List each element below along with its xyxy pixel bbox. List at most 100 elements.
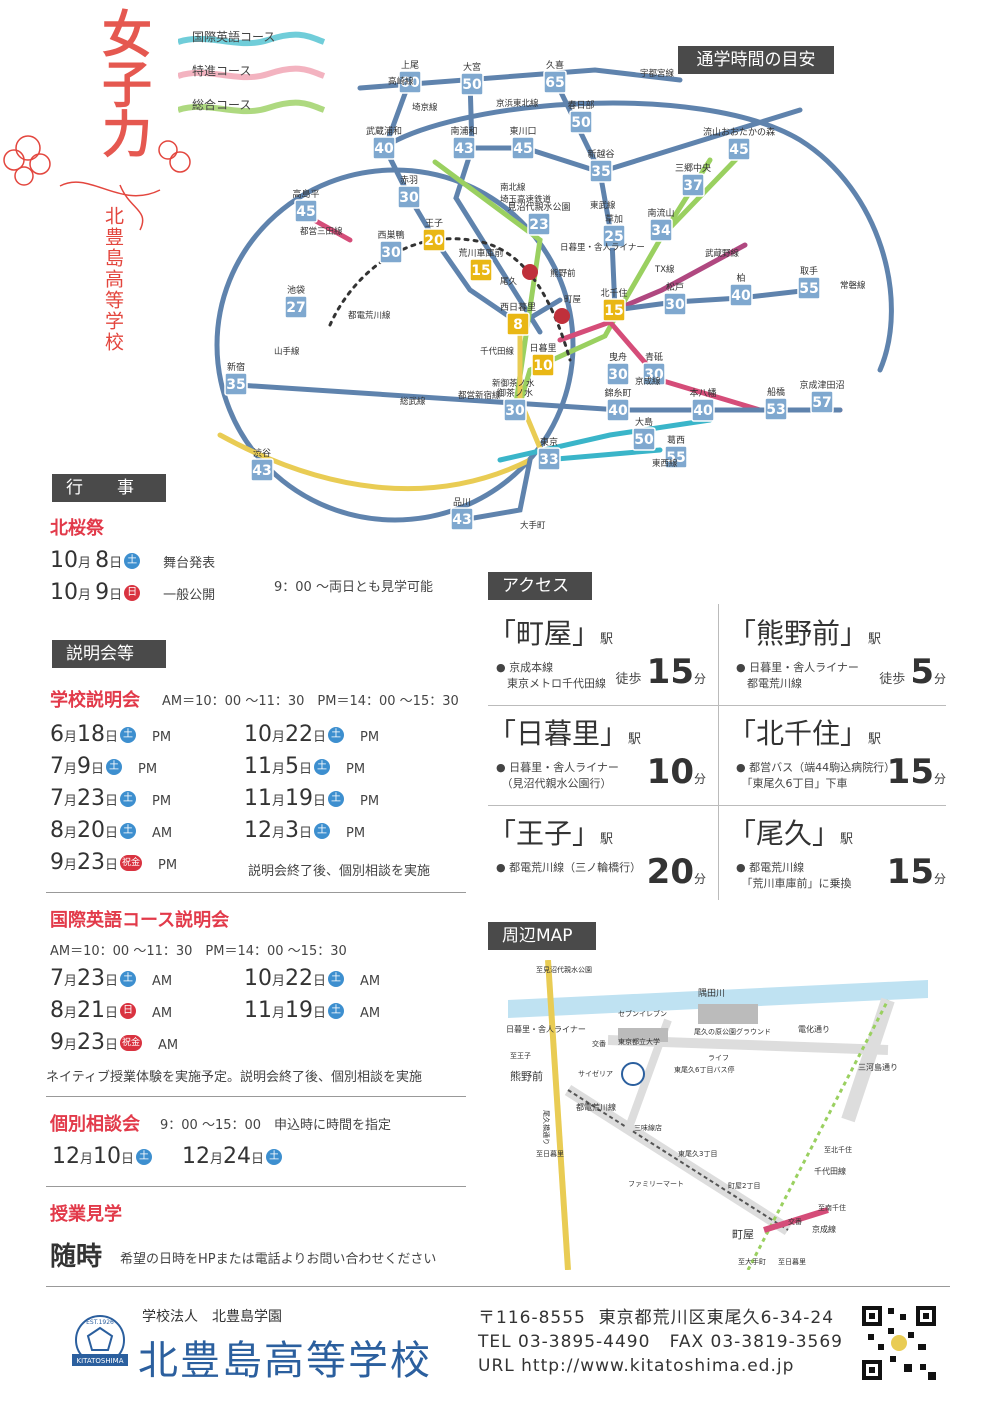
consult-times: 9：00 〜15：00 申込時に時間を指定 xyxy=(160,1118,392,1133)
flower-decoration xyxy=(3,135,191,231)
school-briefing-times: AM＝10：00 〜11：30 PM＝14：00 〜15：30 xyxy=(162,694,459,709)
line-label: 尾久 xyxy=(500,276,518,287)
svg-text:ファミリーマート: ファミリーマート xyxy=(628,1180,684,1188)
station-name: 渋谷 xyxy=(253,447,271,459)
svg-text:尾久橋通り: 尾久橋通り xyxy=(542,1110,551,1145)
station-name: 南浦和 xyxy=(450,125,477,137)
line-label: 千代田線 xyxy=(480,346,515,357)
station-aoto: 30 青砥 xyxy=(642,351,666,386)
station-minutes: 43 xyxy=(454,141,473,157)
station-minutes: 30 xyxy=(644,367,664,383)
day-badge: 土 xyxy=(120,971,137,987)
station-name: 新宿 xyxy=(227,361,245,373)
line-label: 京浜東北線 xyxy=(496,98,539,109)
day-badge: 土 xyxy=(328,1003,345,1019)
station-name: 柏 xyxy=(736,272,745,284)
station-name: 大宮 xyxy=(463,61,481,73)
footer-phone: TEL 03-3895-4490 FAX 03-3819-3569 xyxy=(478,1332,843,1352)
english-briefing-title: 国際英語コース説明会 xyxy=(50,910,230,931)
svg-text:日暮里・舎人ライナー: 日暮里・舎人ライナー xyxy=(506,1024,586,1034)
qr-code[interactable] xyxy=(860,1304,938,1382)
svg-text:三味線店: 三味線店 xyxy=(634,1123,662,1132)
svg-text:至日暮里: 至日暮里 xyxy=(778,1257,806,1266)
course-sogo: 総合コース xyxy=(192,98,252,112)
svg-text:三河島通り: 三河島通り xyxy=(858,1062,898,1072)
station-minutes: 40 xyxy=(731,288,751,304)
line-label: 東西線 xyxy=(652,458,678,469)
station-name: 御茶ノ水 xyxy=(497,387,533,399)
svg-text:尾久の原公園グラウンド: 尾久の原公園グラウンド xyxy=(694,1027,771,1036)
svg-text:町屋: 町屋 xyxy=(732,1228,754,1241)
station-minutes: 15 xyxy=(604,303,623,319)
svg-text:至日暮里: 至日暮里 xyxy=(536,1149,564,1158)
station-minutes: 55 xyxy=(666,450,685,466)
station-minutes: 65 xyxy=(545,75,564,91)
line-label: 熊野前 xyxy=(550,268,576,279)
consult-title: 個別相談会 xyxy=(50,1114,140,1135)
station-minamiurawa: 43 南浦和 xyxy=(450,125,478,160)
brand-logo-text: 女子力 xyxy=(94,8,153,158)
line-label: 山手線 xyxy=(274,346,300,357)
access-item-5: 「尾久」駅● 都電荒川線 「荒川車庫前」に乗換 15分 xyxy=(728,817,946,892)
hokuousai-dates: 10月 8日土 舞台発表 10月 9日日 一般公開 9：00 〜両日とも見学可能 xyxy=(50,548,470,612)
station-minutes: 55 xyxy=(799,281,818,297)
day-badge: 土 xyxy=(266,1149,283,1165)
station-minutes: 50 xyxy=(462,77,482,93)
course-english: 国際英語コース xyxy=(192,30,276,44)
day-badge: 祝金 xyxy=(120,855,143,871)
svg-text:交番: 交番 xyxy=(788,1217,802,1226)
visit-anytime: 随時 xyxy=(50,1242,103,1272)
station-name: 草加 xyxy=(605,213,623,225)
station-minutes: 8 xyxy=(513,317,523,333)
svg-text:至南千住: 至南千住 xyxy=(818,1203,846,1212)
station-minutes: 45 xyxy=(729,142,748,158)
hokuousai-row-1: 10月 8日土 舞台発表 xyxy=(50,548,216,573)
footer-school-name: 北豊島高等学校 xyxy=(138,1338,432,1384)
station-minutes: 53 xyxy=(766,402,785,418)
english-briefing-note: ネイティブ授業体験を実施予定。説明会終了後、個別相談を実施 xyxy=(46,1070,422,1085)
svg-text:京成線: 京成線 xyxy=(812,1224,836,1234)
station-name: 高島平 xyxy=(292,188,319,200)
line-label: 都営三田線 xyxy=(300,226,343,237)
svg-text:EST.1926: EST.1926 xyxy=(86,1319,114,1326)
station-name: 赤羽 xyxy=(400,175,418,186)
footer-url[interactable]: URL http://www.kitatoshima.ed.jp xyxy=(478,1356,795,1376)
line-label: 大手町 xyxy=(520,520,546,531)
corp-name: 学校法人 北豊島学園 xyxy=(142,1309,282,1325)
station-name: 京成津田沼 xyxy=(799,379,844,391)
line-label: 京成線 xyxy=(635,376,661,387)
station-minutes: 30 xyxy=(505,403,525,419)
day-badge: 土 xyxy=(314,759,331,775)
station-minutes: 15 xyxy=(471,263,490,279)
line-label: 日暮里・舎人ライナー xyxy=(560,242,645,253)
saturday-badge: 土 xyxy=(124,553,141,569)
svg-text:隅田川: 隅田川 xyxy=(698,988,725,999)
day-badge: 土 xyxy=(328,791,345,807)
line-label: 埼京線 xyxy=(412,102,438,113)
station-minutes: 43 xyxy=(452,512,471,528)
station-name: 南流山 xyxy=(647,207,674,219)
svg-text:熊野前: 熊野前 xyxy=(510,1069,543,1083)
access-item-0: 「町屋」駅● 京成本線 東京メトロ千代田線徒歩 15分 xyxy=(488,617,706,692)
station-name: 青砥 xyxy=(645,351,663,363)
svg-text:電化通り: 電化通り xyxy=(798,1024,830,1034)
